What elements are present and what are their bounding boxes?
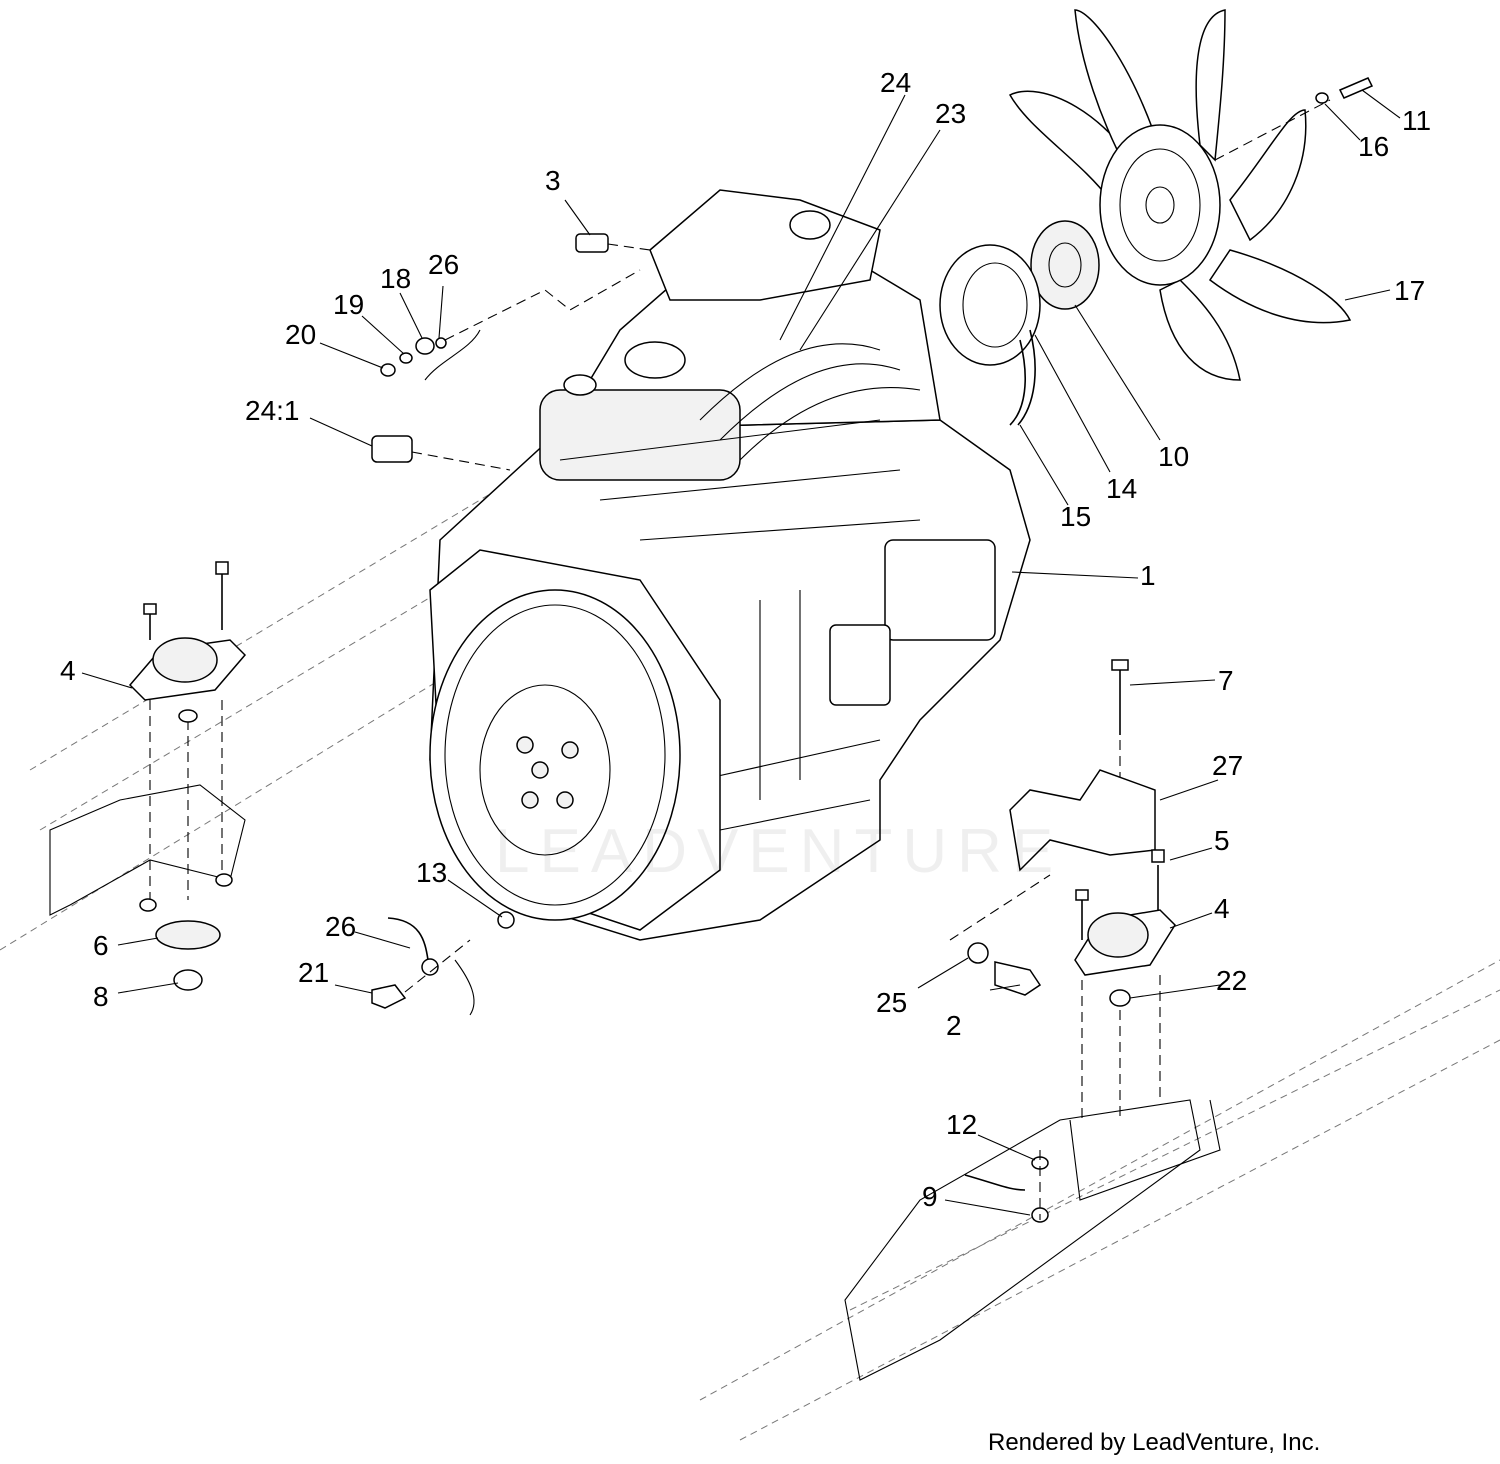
callout-4-right: 4 <box>1214 893 1230 924</box>
callout-22: 22 <box>1216 965 1247 996</box>
callout-5: 5 <box>1214 825 1230 856</box>
callout-17: 17 <box>1394 275 1425 306</box>
render-credit: Rendered by LeadVenture, Inc. <box>988 1429 1320 1456</box>
callout-13: 13 <box>416 857 447 888</box>
callout-2: 2 <box>946 1010 962 1041</box>
callout-14: 14 <box>1106 473 1137 504</box>
callout-16: 16 <box>1358 131 1389 162</box>
callout-7: 7 <box>1218 665 1234 696</box>
callout-15: 15 <box>1060 501 1091 532</box>
left-mount <box>128 561 247 991</box>
callout-3: 3 <box>545 165 561 196</box>
callout-18: 18 <box>380 263 411 294</box>
callout-26-lower: 26 <box>325 911 356 942</box>
callouts: 1 2 3 4 4 5 6 7 8 9 10 11 12 13 14 15 16… <box>60 67 1431 1212</box>
callout-6: 6 <box>93 930 109 961</box>
right-mount <box>949 659 1176 1120</box>
callout-20: 20 <box>285 319 316 350</box>
leader-lines <box>81 89 1401 1216</box>
callout-4-left: 4 <box>60 655 76 686</box>
callout-24-1: 24:1 <box>245 395 300 426</box>
callout-27: 27 <box>1212 750 1243 781</box>
ground-straps <box>371 911 1049 1223</box>
callout-1: 1 <box>1140 560 1156 591</box>
callout-23: 23 <box>935 98 966 129</box>
callout-26-upper: 26 <box>428 249 459 280</box>
callout-19: 19 <box>333 289 364 320</box>
flywheel <box>429 549 721 931</box>
callout-10: 10 <box>1158 441 1189 472</box>
upper-hardware <box>371 77 1374 471</box>
callout-11: 11 <box>1402 105 1431 136</box>
callout-9: 9 <box>922 1181 938 1212</box>
watermark-text: LEADVENTURE <box>495 817 1063 886</box>
callout-21: 21 <box>298 957 329 988</box>
cooling-fan <box>1008 9 1352 381</box>
callout-25: 25 <box>876 987 907 1018</box>
callout-12: 12 <box>946 1109 977 1140</box>
fan-spacer-pulley-belt <box>939 220 1100 426</box>
callout-24: 24 <box>880 67 911 98</box>
callout-8: 8 <box>93 981 109 1012</box>
